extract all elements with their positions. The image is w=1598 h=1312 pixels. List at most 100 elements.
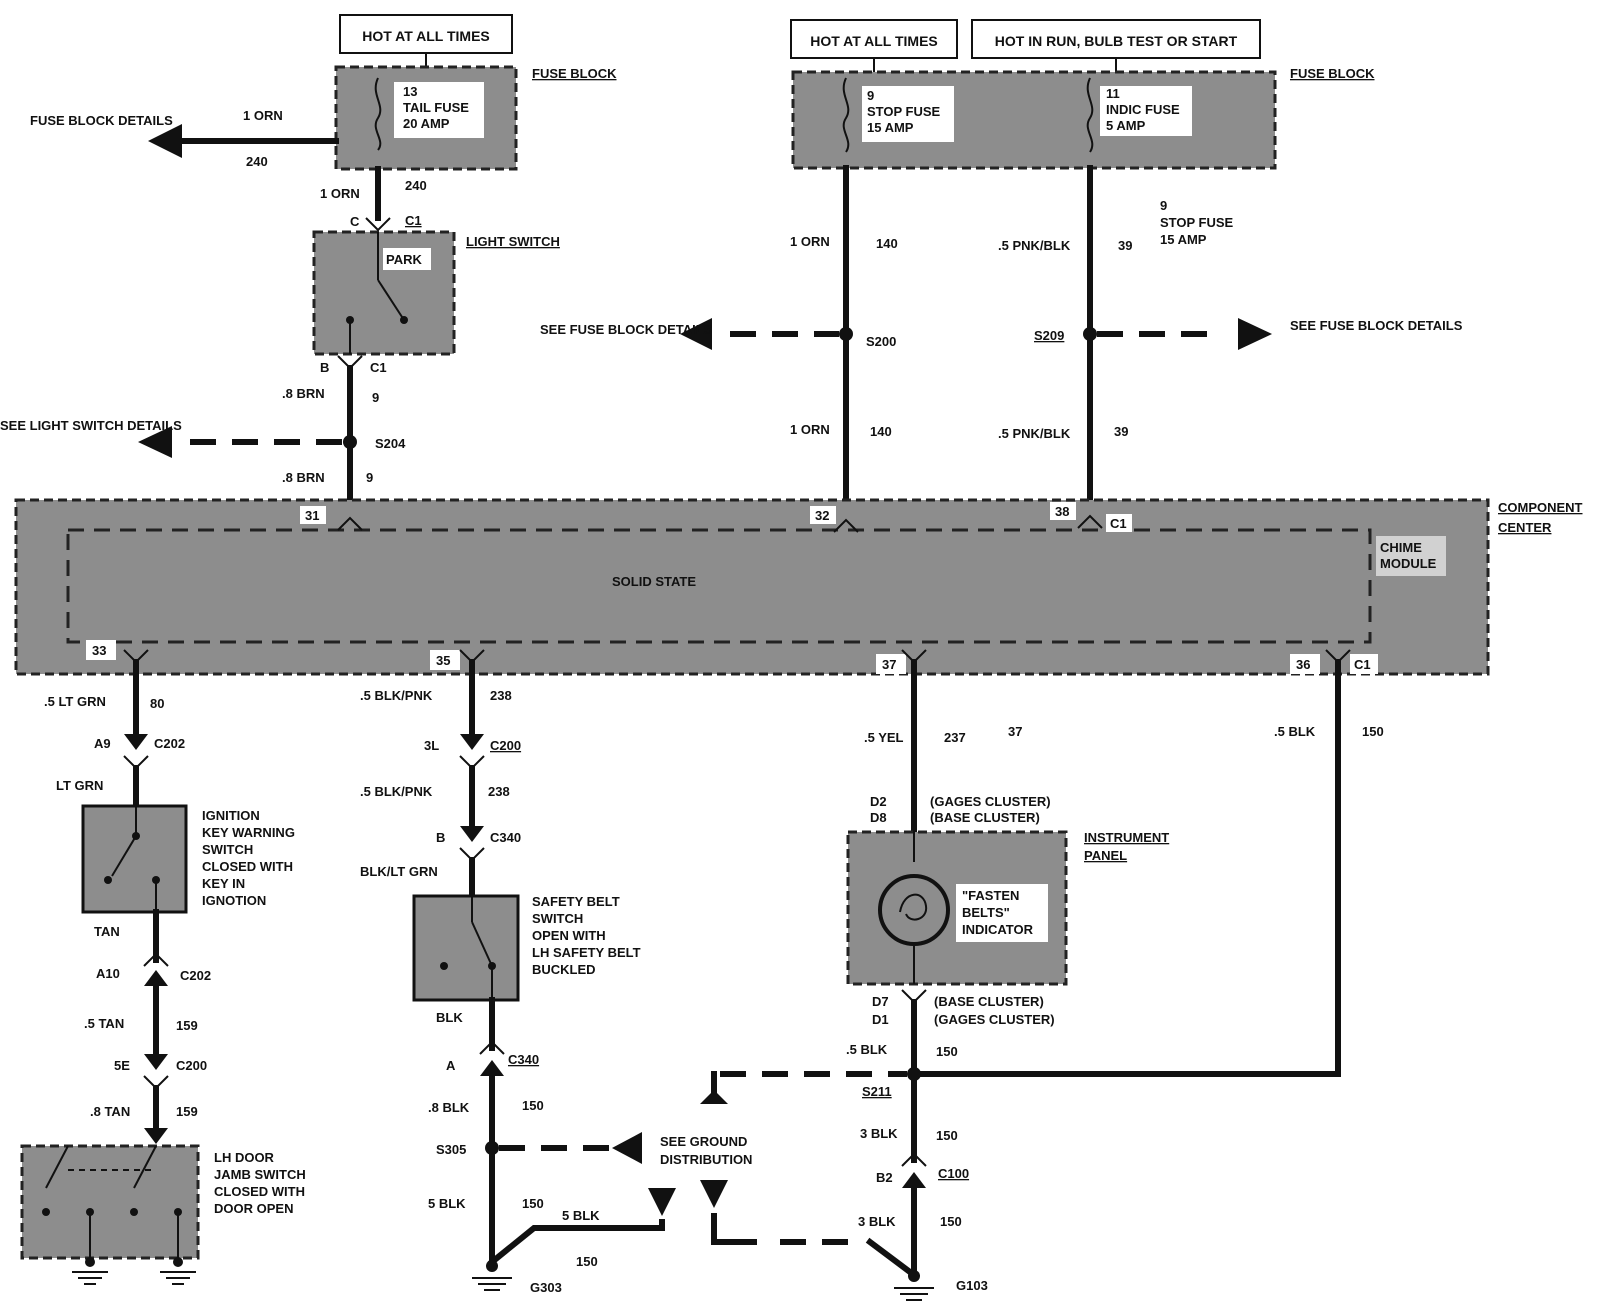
- circuit-label: 150: [576, 1254, 598, 1269]
- chime-module-label: CHIME: [1380, 540, 1422, 555]
- component-center-label-2: CENTER: [1498, 520, 1552, 535]
- wire-color-label: 1 ORN: [790, 234, 830, 249]
- connector-icon: [1077, 514, 1103, 529]
- fuse-block-right: 9 STOP FUSE 15 AMP 11 INDIC FUSE 5 AMP: [791, 70, 1277, 170]
- pin-label: D1: [872, 1012, 889, 1027]
- arrow-right-icon: [1238, 318, 1272, 350]
- pin-35: [430, 650, 460, 670]
- wire-color-label: .5 PNK/BLK: [998, 238, 1071, 253]
- wire-color-label: .5 YEL: [864, 730, 904, 745]
- wire-color-label: .8 TAN: [90, 1104, 130, 1119]
- circuit-label: 150: [936, 1044, 958, 1059]
- fuse-block-left: 13 TAIL FUSE 20 AMP: [334, 65, 518, 171]
- ground-icon: [472, 1260, 512, 1291]
- connector-label: C340: [508, 1052, 539, 1067]
- switch-description: BUCKLED: [532, 962, 596, 977]
- svg-text:5 AMP: 5 AMP: [1106, 118, 1146, 133]
- circuit-label: 9: [366, 470, 373, 485]
- safety-belt-switch: [412, 894, 520, 1002]
- pin-label: 32: [815, 508, 829, 523]
- chime-module-label-2: MODULE: [1380, 556, 1437, 571]
- connector-icon: [365, 217, 391, 232]
- svg-text:HOT AT ALL TIMES: HOT AT ALL TIMES: [810, 33, 938, 49]
- instrument-panel: "FASTEN BELTS" INDICATOR: [846, 830, 1068, 986]
- pin-33: [86, 640, 116, 660]
- note-label: 9: [1160, 198, 1167, 213]
- pin-label: 31: [305, 508, 319, 523]
- pin-label: 37: [882, 657, 896, 672]
- pin-36: [1290, 654, 1320, 674]
- arrow-left-icon: [148, 124, 182, 158]
- svg-text:BELTS": BELTS": [962, 905, 1010, 920]
- connector-label: C340: [490, 830, 521, 845]
- circuit-label: 37: [1008, 724, 1022, 739]
- arrow-down-icon: [124, 734, 148, 750]
- wire-color-label: .5 BLK: [1274, 724, 1316, 739]
- wire-color-label: 5 BLK: [562, 1208, 600, 1223]
- arrow-left-icon: [680, 318, 712, 350]
- connector-icon: [479, 1040, 505, 1055]
- circuit-label: 237: [944, 730, 966, 745]
- svg-text:20 AMP: 20 AMP: [403, 116, 450, 131]
- svg-text:15 AMP: 15 AMP: [867, 120, 914, 135]
- cluster-label: (BASE CLUSTER): [930, 810, 1040, 825]
- component-center: SOLID STATE CHIME MODULE: [14, 498, 1490, 676]
- svg-text:11: 11: [1106, 86, 1120, 101]
- pin-38: [1050, 502, 1076, 520]
- wire-color-label: .5 PNK/BLK: [998, 426, 1071, 441]
- connector-icon: [337, 516, 363, 531]
- circuit-label: 140: [876, 236, 898, 251]
- svg-text:PARK: PARK: [386, 252, 422, 267]
- circuit-label: 80: [150, 696, 164, 711]
- see-ground-distribution-label: SEE GROUND: [660, 1134, 747, 1149]
- wire-color-label: BLK/LT GRN: [360, 864, 438, 879]
- pin-label: D8: [870, 810, 887, 825]
- component-center-label: COMPONENT: [1498, 500, 1583, 515]
- arrow-up-icon: [144, 970, 168, 986]
- circuit-label: 159: [176, 1018, 198, 1033]
- fuse-symbol-icon: [374, 77, 382, 151]
- wire-color-label: .5 BLK: [846, 1042, 888, 1057]
- arrow-down-icon: [700, 1180, 728, 1208]
- switch-description: CLOSED WITH: [214, 1184, 305, 1199]
- svg-text:INDIC FUSE: INDIC FUSE: [1106, 102, 1180, 117]
- splice-s211: [907, 1067, 921, 1081]
- switch-description: KEY IN: [202, 876, 245, 891]
- fuse-symbol-icon: [842, 77, 850, 153]
- ground-label: G303: [530, 1280, 562, 1295]
- see-fuse-block-details-label: SEE FUSE BLOCK DETAILS: [1290, 318, 1463, 333]
- connector-label: C202: [154, 736, 185, 751]
- pin-label: B: [320, 360, 329, 375]
- splice-s204: [343, 435, 357, 449]
- see-ground-distribution-label-2: DISTRIBUTION: [660, 1152, 752, 1167]
- arrow-down-icon: [648, 1188, 676, 1216]
- arrow-down-icon: [460, 734, 484, 750]
- wire-color-label: BLK: [436, 1010, 463, 1025]
- arrow-left-icon: [138, 426, 172, 458]
- ground-label: G103: [956, 1278, 988, 1293]
- hot-at-all-times-tag-left: HOT AT ALL TIMES: [339, 14, 513, 54]
- connector-label: C202: [180, 968, 211, 983]
- connector-label: C1: [1354, 657, 1371, 672]
- svg-text:HOT AT ALL TIMES: HOT AT ALL TIMES: [362, 28, 490, 44]
- circuit-label: 39: [1118, 238, 1132, 253]
- circuit-label: 39: [1114, 424, 1128, 439]
- fuse-block-details-label: FUSE BLOCK DETAILS: [30, 113, 173, 128]
- hot-in-run-tag: HOT IN RUN, BULB TEST OR START: [971, 19, 1261, 59]
- switch-description: SWITCH: [532, 911, 583, 926]
- pin-32: [810, 506, 836, 524]
- switch-description: KEY WARNING: [202, 825, 295, 840]
- wire-color-label: 3 BLK: [860, 1126, 898, 1141]
- wire-color-label: 1 ORN: [320, 186, 360, 201]
- connector-label: C1: [1110, 516, 1127, 531]
- switch-description: OPEN WITH: [532, 928, 606, 943]
- pin-31: [300, 506, 326, 524]
- ground-icon: [72, 1257, 108, 1285]
- circuit-label: 9: [372, 390, 379, 405]
- arrow-down-icon: [144, 1054, 168, 1070]
- pin-label: A9: [94, 736, 111, 751]
- splice-s305: [485, 1141, 499, 1155]
- pin-label: 5E: [114, 1058, 130, 1073]
- instrument-panel-label: INSTRUMENT: [1084, 830, 1169, 845]
- circuit-label: 240: [405, 178, 427, 193]
